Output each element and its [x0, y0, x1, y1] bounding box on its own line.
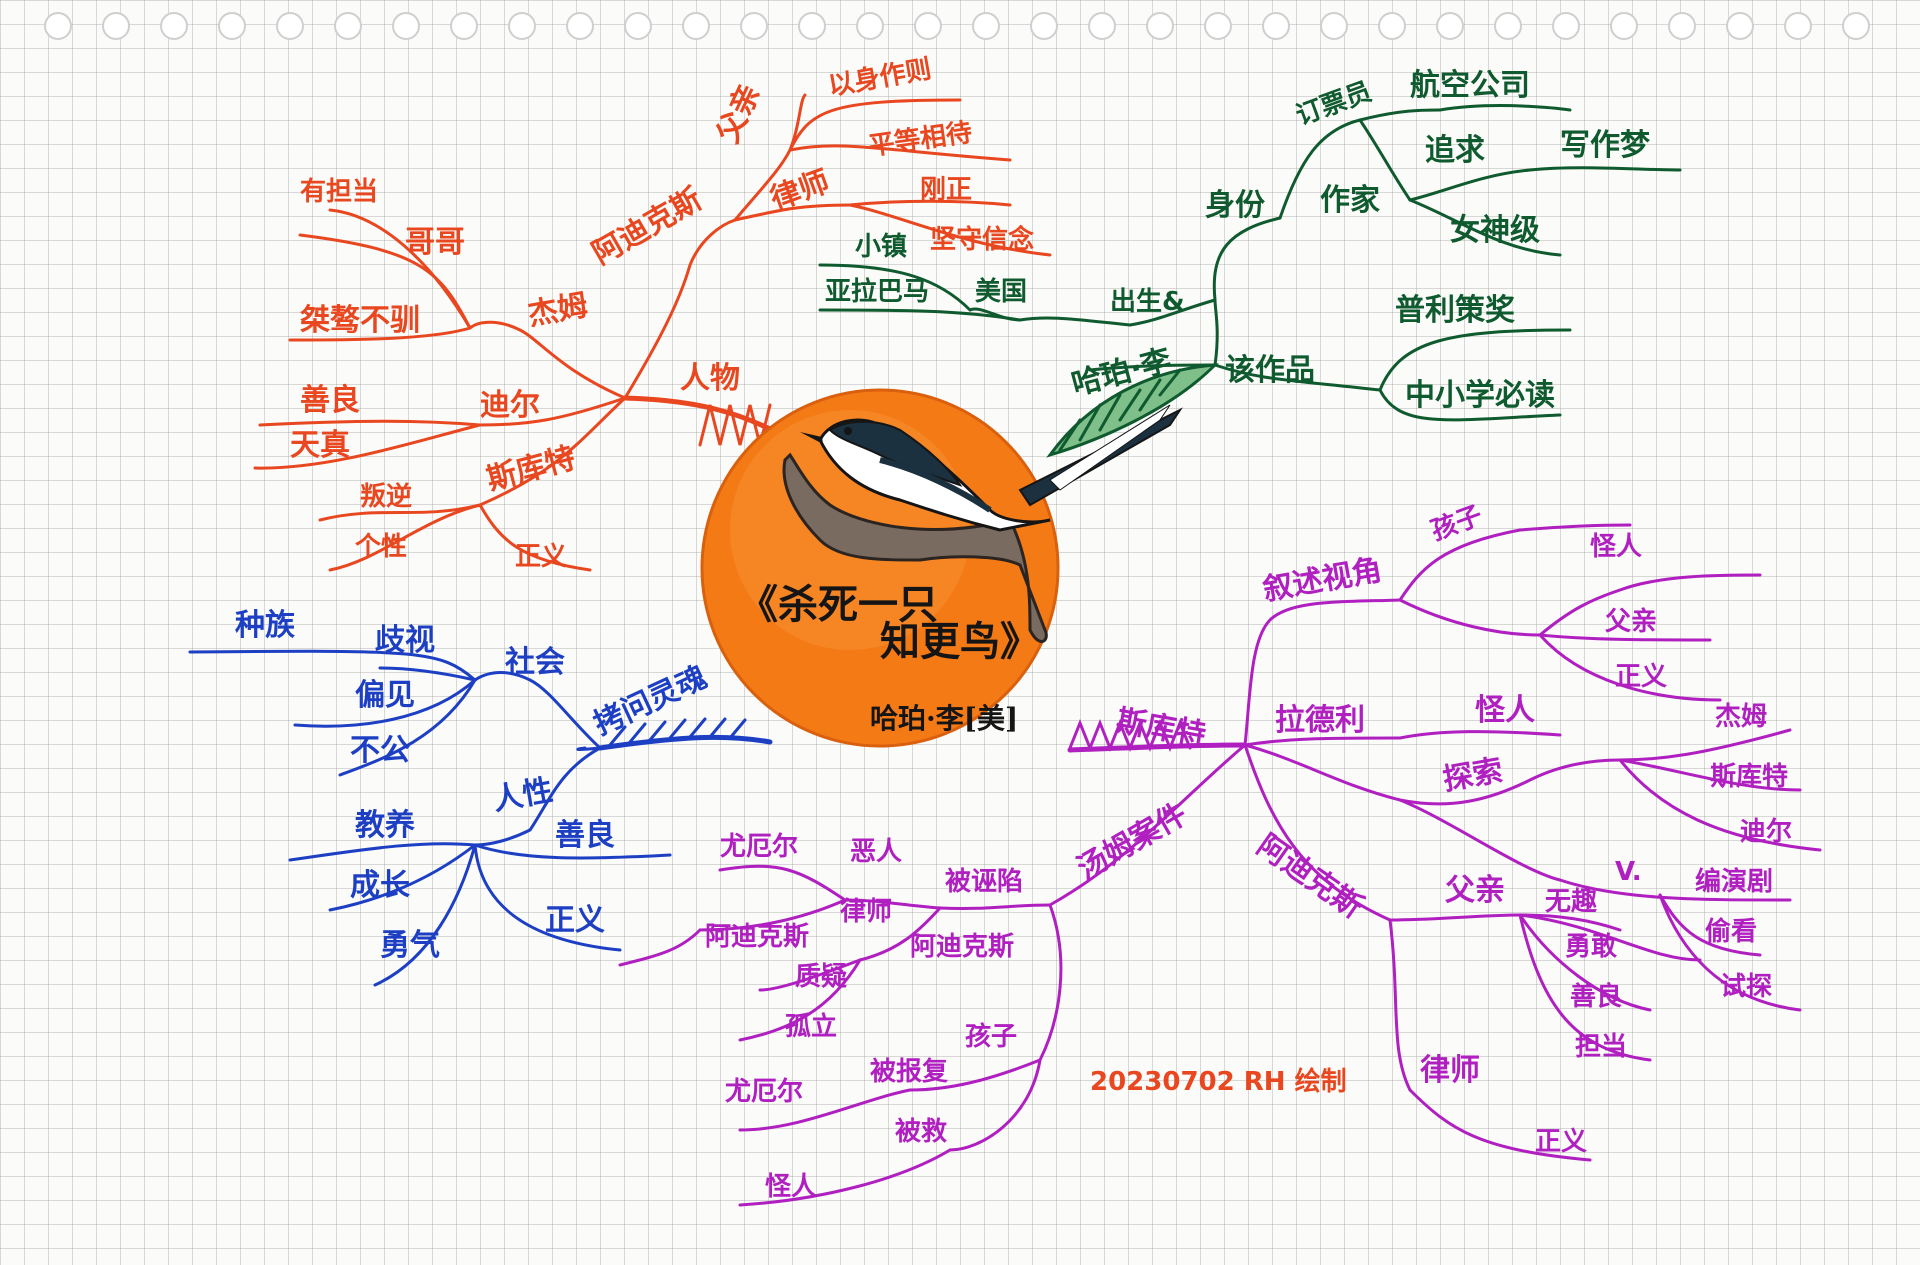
- node-atticus-case-a: 阿迪克斯: [705, 922, 809, 952]
- node-humanity: 人性: [490, 773, 555, 818]
- node-airline: 航空公司: [1410, 68, 1530, 103]
- node-ewell-2: 尤厄尔: [725, 1076, 803, 1107]
- node-small-town: 小镇: [855, 232, 907, 262]
- node-atticus-purple: 阿迪克斯: [1250, 828, 1368, 925]
- node-writing-dream: 写作梦: [1560, 128, 1650, 163]
- node-upbringing: 教养: [355, 808, 415, 843]
- node-dill: 迪尔: [480, 388, 540, 423]
- node-identity: 身份: [1205, 188, 1265, 223]
- node-courage: 勇气: [380, 928, 440, 963]
- node-injustice: 不公: [350, 733, 410, 768]
- node-birth: 出生&: [1110, 287, 1185, 317]
- node-kind-purple: 善良: [1570, 981, 1622, 1012]
- node-father-view: 父亲: [1605, 607, 1657, 637]
- binding-holes: [44, 12, 1870, 40]
- node-explore-jem: 杰姆: [1715, 702, 1767, 732]
- node-freak-3: 怪人: [765, 1172, 817, 1202]
- node-freak-2: 怪人: [1475, 693, 1535, 728]
- node-rebellious: 叛逆: [360, 481, 412, 512]
- node-pursuit: 追求: [1425, 133, 1485, 168]
- book-title-line1: 《杀死一只: [738, 581, 938, 628]
- node-explore-v: V.: [1615, 857, 1642, 887]
- node-required-reading: 中小学必读: [1405, 378, 1555, 413]
- branch-soul: [188, 649, 773, 987]
- node-personality: 个性: [355, 532, 407, 562]
- node-explore: 探索: [1440, 753, 1505, 798]
- node-justice-view: 正义: [1615, 662, 1667, 692]
- node-ewell-1: 尤厄尔: [720, 831, 798, 862]
- node-pulitzer: 普利策奖: [1395, 293, 1515, 328]
- soul-hatching: [608, 717, 747, 747]
- node-explore-dill: 迪尔: [1740, 816, 1792, 847]
- node-alabama: 亚拉巴马: [825, 276, 929, 307]
- book-author: 哈珀·李[美]: [870, 702, 1018, 735]
- node-lead-by-example: 以身作则: [826, 53, 934, 102]
- branch-shape: [782, 452, 1048, 643]
- branch-soul-labels: 拷问灵魂 社会 歧视 种族 偏见 不公 人性 教养 成长 勇气 善良 正义: [235, 608, 712, 963]
- node-society: 社会: [505, 645, 565, 680]
- signature: 20230702 RH 绘制: [1090, 1066, 1347, 1097]
- node-rescued: 被救: [895, 1117, 947, 1147]
- node-justice-red: 正义: [515, 542, 567, 572]
- node-brother: 哥哥: [405, 225, 465, 260]
- node-explore-scout: 斯库特: [1710, 761, 1788, 792]
- mockingbird-icon: [800, 404, 1183, 532]
- node-discrimination: 歧视: [375, 623, 435, 658]
- node-peek: 偷看: [1705, 916, 1757, 947]
- node-upright: 刚正: [920, 175, 972, 205]
- node-atticus: 阿迪克斯: [587, 182, 708, 272]
- node-usa: 美国: [975, 276, 1027, 307]
- node-probe: 试探: [1720, 972, 1772, 1002]
- node-justice-purple: 正义: [1535, 1127, 1587, 1157]
- node-lawyer-case: 律师: [840, 897, 892, 927]
- branch-author: [818, 104, 1682, 458]
- node-prejudice: 偏见: [355, 678, 415, 713]
- node-lawyer-purple: 律师: [1420, 1053, 1480, 1088]
- node-naive: 天真: [290, 428, 350, 463]
- node-tom-case: 汤姆案件: [1072, 797, 1193, 887]
- node-radley: 拉德利: [1275, 703, 1365, 738]
- branch-characters: [253, 93, 1052, 572]
- node-kind-red: 善良: [300, 383, 360, 418]
- node-race: 种族: [235, 608, 296, 643]
- node-freak-1: 怪人: [1590, 532, 1642, 562]
- node-soul-questioning: 拷问灵魂: [589, 660, 713, 742]
- node-boring: 无趣: [1545, 887, 1597, 917]
- node-scout-red: 斯库特: [483, 441, 579, 498]
- node-jem: 杰姆: [525, 288, 590, 333]
- node-play-act: 编演剧: [1695, 866, 1773, 897]
- node-framed: 被诬陷: [945, 867, 1023, 897]
- node-growth: 成长: [350, 868, 410, 903]
- node-atticus-case-b: 阿迪克斯: [910, 932, 1014, 962]
- node-writer: 作家: [1320, 183, 1380, 218]
- node-evil: 恶人: [850, 837, 902, 867]
- branch-scout: [618, 523, 1822, 1207]
- center-illustration: 《杀死一只 知更鸟》 哈珀·李[美]: [700, 388, 1183, 748]
- node-firm-belief: 坚守信念: [930, 224, 1034, 255]
- node-kind-blue: 善良: [555, 818, 615, 853]
- node-responsible-purple: 担当: [1575, 1032, 1627, 1062]
- node-retaliated: 被报复: [870, 1056, 949, 1087]
- node-justice-blue: 正义: [545, 903, 605, 938]
- node-children-case: 孩子: [965, 1021, 1017, 1052]
- node-brave: 勇敢: [1565, 932, 1618, 962]
- node-question: 质疑: [795, 962, 847, 992]
- node-characters: 人物: [680, 361, 740, 396]
- node-father-purple: 父亲: [1445, 873, 1505, 908]
- book-title-line2: 知更鸟》: [880, 618, 1040, 665]
- node-isolated: 孤立: [785, 1011, 837, 1042]
- node-this-work: 该作品: [1225, 353, 1315, 388]
- node-father-red: 父亲: [711, 79, 768, 148]
- node-unruly: 桀骜不驯: [300, 303, 420, 338]
- node-responsible: 有担当: [300, 177, 378, 207]
- node-goddess-level: 女神级: [1450, 213, 1540, 248]
